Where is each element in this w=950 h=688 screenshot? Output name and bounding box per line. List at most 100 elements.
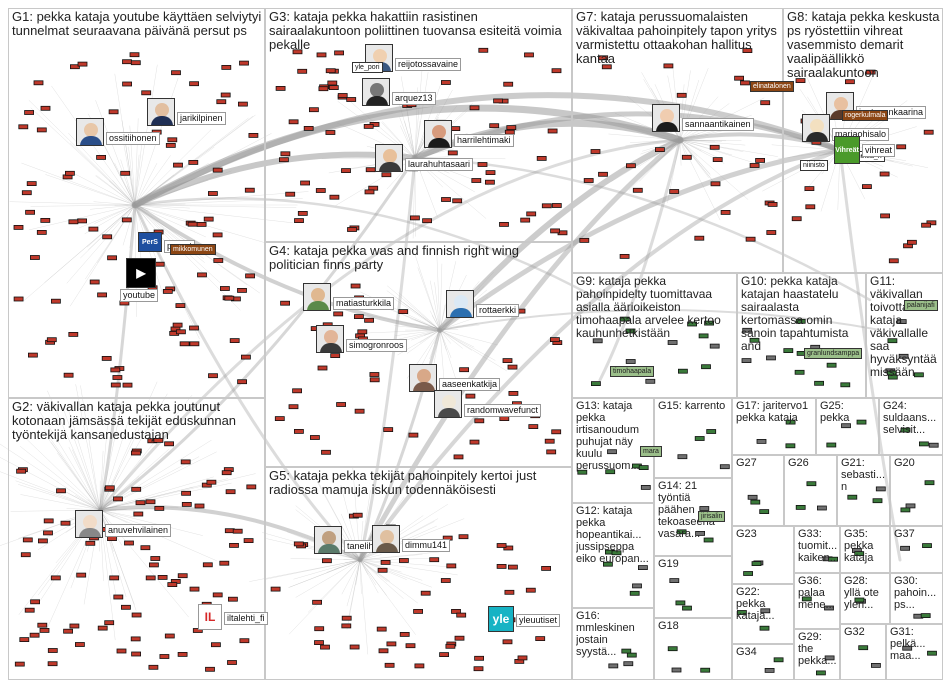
node-g4-0[interactable] xyxy=(383,427,394,433)
node-g4-8[interactable] xyxy=(280,300,291,306)
node-g7-18[interactable] xyxy=(681,154,692,160)
node-g3-14[interactable] xyxy=(275,86,286,91)
node-g5-19[interactable] xyxy=(414,663,425,669)
node-g4-37[interactable] xyxy=(398,309,409,315)
group-box-g8[interactable]: G8: kataja pekka keskusta ps ryöstettiin… xyxy=(783,8,943,273)
user-tag-palanijafi[interactable]: palanijafi xyxy=(904,300,938,311)
node-g2-43[interactable] xyxy=(212,592,223,598)
user-tag-elinatalonen[interactable]: elinatalonen xyxy=(750,81,794,92)
node-g1-89[interactable] xyxy=(189,341,200,347)
node-g26-2[interactable] xyxy=(795,504,806,510)
node-g5-48[interactable] xyxy=(293,541,304,547)
group-box-g13[interactable]: G13: kataja pekka irtisanoudum puhujat n… xyxy=(572,398,654,503)
group-box-g15[interactable]: G15: karrento xyxy=(654,398,732,478)
node-g4-11[interactable] xyxy=(309,435,320,440)
node-g5-15[interactable] xyxy=(349,644,360,650)
node-g1-85[interactable] xyxy=(216,99,227,105)
node-g8-12[interactable] xyxy=(879,171,890,177)
user-label-rottaerkki[interactable]: rottaerkki xyxy=(476,304,520,317)
node-g4-42[interactable] xyxy=(288,404,299,410)
user-label-anuvehvilainen[interactable]: anuvehvilainen xyxy=(105,524,172,537)
node-g1-44[interactable] xyxy=(63,372,74,378)
node-g13-4[interactable] xyxy=(605,469,616,475)
user-label-jarikilpinen[interactable]: jarikilpinen xyxy=(177,112,226,125)
node-g3-1[interactable] xyxy=(325,130,336,135)
node-g3-40[interactable] xyxy=(441,197,451,202)
avatar-harrilehtimaki[interactable] xyxy=(424,120,452,148)
user-label-ossitiihonen[interactable]: ossitiihonen xyxy=(106,132,160,145)
avatar-jarikilpinen[interactable] xyxy=(147,98,175,126)
node-g18-0[interactable] xyxy=(671,667,682,673)
node-g5-7[interactable] xyxy=(386,641,397,647)
node-g3-49[interactable] xyxy=(469,105,480,111)
node-g2-10[interactable] xyxy=(39,628,50,633)
node-g22-2[interactable] xyxy=(737,610,747,615)
node-g1-51[interactable] xyxy=(207,191,218,196)
node-g25-2[interactable] xyxy=(826,442,837,448)
node-g7-7[interactable] xyxy=(749,163,760,168)
node-g4-49[interactable] xyxy=(508,390,519,396)
node-g1-26[interactable] xyxy=(188,159,199,165)
node-g3-67[interactable] xyxy=(484,179,495,185)
node-g4-38[interactable] xyxy=(528,424,539,430)
node-g3-7[interactable] xyxy=(536,155,547,161)
node-g5-16[interactable] xyxy=(440,578,451,583)
node-g1-70[interactable] xyxy=(51,298,61,304)
node-g24-2[interactable] xyxy=(900,427,911,433)
node-g8-15[interactable] xyxy=(845,79,855,85)
node-g1-15[interactable] xyxy=(197,272,207,278)
node-g2-66[interactable] xyxy=(130,636,141,642)
node-g4-1[interactable] xyxy=(330,353,341,359)
node-g11-4[interactable] xyxy=(887,374,898,380)
node-g7-2[interactable] xyxy=(619,253,630,259)
node-g1-22[interactable] xyxy=(33,80,44,86)
node-g5-53[interactable] xyxy=(517,655,528,661)
node-g5-40[interactable] xyxy=(413,609,424,614)
group-box-g5[interactable]: G5: kataja pekka tekijät pahoinpitely ke… xyxy=(265,467,572,680)
node-g27-2[interactable] xyxy=(750,499,761,505)
node-g2-21[interactable] xyxy=(38,538,48,544)
node-g1-64[interactable] xyxy=(89,279,100,285)
user-label-matiasturkkila[interactable]: matiasturkkila xyxy=(333,297,395,310)
avatar-dimmu141[interactable] xyxy=(372,525,400,553)
node-g3-58[interactable] xyxy=(346,97,357,102)
node-g2-30[interactable] xyxy=(104,620,115,626)
node-g9-8[interactable] xyxy=(591,381,601,387)
node-g7-10[interactable] xyxy=(709,144,720,150)
youtube-logo-icon[interactable]: ▶ xyxy=(126,258,156,288)
node-g26-0[interactable] xyxy=(817,505,827,511)
node-g34-0[interactable] xyxy=(764,668,775,673)
node-g5-17[interactable] xyxy=(384,662,395,668)
node-g2-36[interactable] xyxy=(157,575,168,580)
node-g4-36[interactable] xyxy=(336,402,347,407)
node-g4-47[interactable] xyxy=(550,337,560,343)
node-g34-1[interactable] xyxy=(773,657,784,663)
node-g11-5[interactable] xyxy=(914,372,924,378)
node-g3-52[interactable] xyxy=(327,80,338,86)
node-g3-24[interactable] xyxy=(447,150,458,156)
node-g4-28[interactable] xyxy=(459,367,470,373)
node-g31-1[interactable] xyxy=(927,650,937,656)
node-g2-53[interactable] xyxy=(206,479,217,485)
node-g10-11[interactable] xyxy=(783,348,794,354)
node-g5-10[interactable] xyxy=(507,564,518,570)
node-g2-60[interactable] xyxy=(148,562,159,568)
node-g9-14[interactable] xyxy=(698,333,709,339)
node-g10-10[interactable] xyxy=(749,337,760,343)
user-tag-granlundsamppa[interactable]: granlundsamppa xyxy=(804,348,863,359)
node-g36-0[interactable] xyxy=(824,605,834,611)
group-box-g26[interactable]: G26 xyxy=(784,455,837,526)
node-g4-32[interactable] xyxy=(274,416,285,422)
node-g2-80[interactable] xyxy=(22,537,33,543)
node-g2-78[interactable] xyxy=(19,637,30,642)
node-g5-29[interactable] xyxy=(445,643,456,649)
node-g3-54[interactable] xyxy=(316,52,327,58)
node-g1-86[interactable] xyxy=(244,187,255,193)
node-g1-73[interactable] xyxy=(171,70,181,76)
node-g7-8[interactable] xyxy=(712,157,723,163)
node-g2-26[interactable] xyxy=(210,642,221,648)
node-g7-21[interactable] xyxy=(710,181,721,187)
node-g8-1[interactable] xyxy=(888,258,899,264)
node-g3-68[interactable] xyxy=(318,86,329,92)
user-label-aaseenkatkija[interactable]: aaseenkatkija xyxy=(439,378,501,391)
